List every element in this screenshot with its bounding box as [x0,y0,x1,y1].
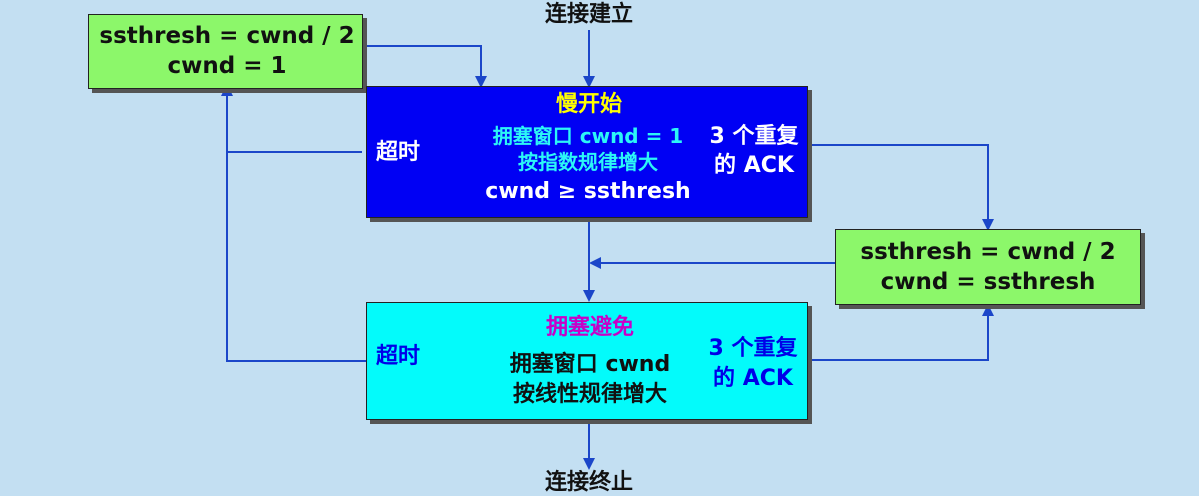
congestion-avoidance-dup-ack-line1: 3 个重复 [708,336,798,361]
slow-start-dup-ack-line2: 的 ACK [714,153,794,178]
congestion-avoidance-desc-line1: 拥塞窗口 cwnd [509,352,671,377]
fast-recovery-line1: ssthresh = cwnd / 2 [860,239,1116,265]
slow-start-desc-line1: 拥塞窗口 cwnd = 1 [492,124,684,148]
slow-start-dup-ack-line1: 3 个重复 [709,124,799,149]
connection-terminated-label: 连接终止 [544,470,634,495]
slow-start-timeout-label: 超时 [376,140,421,165]
congestion-avoidance-dup-ack-line2: 的 ACK [713,366,793,391]
fast-recovery-line2: cwnd = ssthresh [880,269,1096,295]
congestion-avoidance-timeout-label: 超时 [376,344,421,369]
congestion-avoidance-box [366,302,808,420]
slow-start-title: 慢开始 [555,92,623,117]
slow-start-desc-line2: 按指数规律增大 [518,150,658,174]
reset-on-timeout-box [88,14,363,89]
arrow-avoidance-timeout-to-reset-box [226,152,366,362]
arrow-slow-start-timeout-to-reset-box [221,84,362,153]
congestion-avoidance-desc-line2: 按线性规律增大 [512,382,668,407]
slow-start-box [366,86,808,218]
slow-start-threshold-condition: cwnd ≥ ssthresh [485,179,691,204]
arrow-avoidance-dup-ack-to-fast-recovery [808,304,994,361]
congestion-avoidance-title: 拥塞避免 [545,315,635,340]
connection-established-label: 连接建立 [544,2,634,27]
fast-recovery-box [835,229,1141,305]
reset-box-line2: cwnd = 1 [167,53,287,79]
arrow-slow-start-dup-ack-to-fast-recovery [808,144,994,231]
reset-box-line1: ssthresh = cwnd / 2 [99,23,355,49]
arrow-reset-box-to-slow-start [362,45,487,88]
